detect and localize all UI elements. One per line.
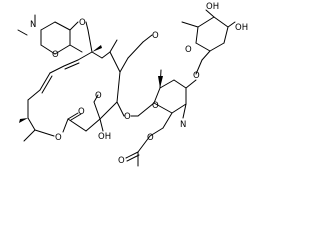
glycoside-oxygen-label: O: [79, 18, 86, 28]
hydroxyl-label: OH: [98, 132, 111, 142]
glycoside-oxygen-label: O: [124, 112, 131, 122]
chemical-structure-diagram: N O O O OH OH O O O O O N O O OH O O: [17, 2, 248, 167]
methoxy-oxygen-label: O: [95, 91, 102, 101]
carbonyl-oxygen-label: O: [78, 107, 85, 117]
ester-oxygen-label: O: [147, 133, 154, 143]
stereo-wedge-2: [158, 76, 163, 88]
aldehyde-oxygen-label: O: [152, 31, 159, 41]
macrocycle-bonds: [23, 29, 153, 142]
ring-oxygen-label: O: [52, 50, 59, 60]
stereo-wedge-3: [19, 118, 28, 123]
nitrogen-label: N: [30, 20, 36, 30]
ring-oxygen-label: O: [152, 101, 159, 111]
ring-oxygen-label: O: [185, 45, 192, 55]
hydroxyl-label: OH: [206, 2, 219, 12]
atom-labels: N O O O OH OH O O O O O N O O OH O O: [30, 2, 248, 166]
top-left-sugar-bonds: [17, 14, 89, 55]
middle-sugar-bonds: [125, 69, 197, 167]
lactone-oxygen-label: O: [55, 133, 62, 143]
stereo-wedge-1: [92, 45, 102, 52]
hydroxyl-label: OH: [235, 23, 248, 33]
glycoside-oxygen-label: O: [193, 71, 200, 81]
acetyl-carbonyl-oxygen-label: O: [118, 156, 125, 166]
right-sugar-bonds: [181, 9, 236, 75]
nitrogen-label: N: [180, 120, 186, 130]
